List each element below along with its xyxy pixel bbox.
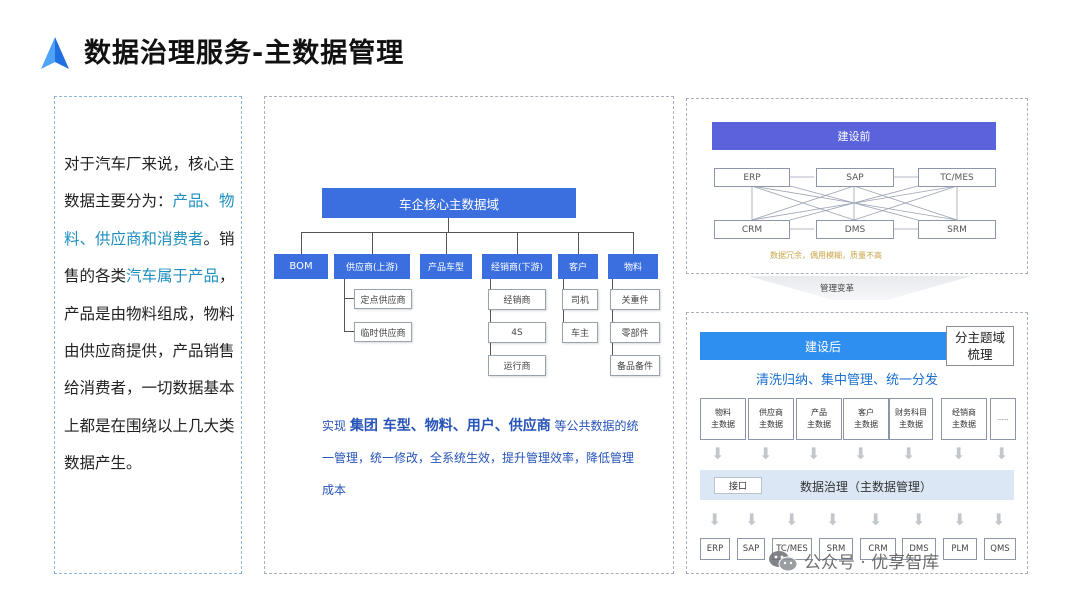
wechat-icon xyxy=(769,550,798,571)
topic-domain-box: 分主题域梳理 xyxy=(946,326,1014,366)
child-key-parts: 关重件 xyxy=(610,289,660,310)
down-arrow-icon: ⬇ xyxy=(785,510,799,529)
after-system-dms: DMS xyxy=(902,538,936,560)
down-arrow-icon: ⬇ xyxy=(708,510,722,529)
before-system-sap: SAP xyxy=(816,168,894,187)
category-supplier: 供应商(上游) xyxy=(334,254,410,279)
down-arrow-icon: ⬇ xyxy=(711,444,725,463)
child-dealer: 经销商 xyxy=(488,289,546,310)
after-panel xyxy=(686,312,1028,574)
before-note: 数据冗余，偶用模糊，质量不高 xyxy=(770,251,882,260)
mdm-material: 物料 主数据 xyxy=(700,398,746,440)
after-system-qms: QMS xyxy=(984,538,1016,560)
mdm-dealer: 经销商 主数据 xyxy=(941,398,987,440)
down-arrow-icon: ⬇ xyxy=(745,510,759,529)
intro-text: 对于汽车厂来说，核心主数据主要分为：产品、物料、供应商和消费者。销售的各类汽车属… xyxy=(64,155,235,473)
before-system-erp: ERP xyxy=(714,168,790,187)
mdm-supplier: 供应商 主数据 xyxy=(748,398,794,440)
before-system-tcmes: TC/MES xyxy=(918,168,996,187)
after-system-plm: PLM xyxy=(943,538,977,560)
down-arrow-icon: ⬇ xyxy=(854,444,868,463)
intro-highlight-product: 汽车属于产品 xyxy=(126,267,220,286)
after-system-crm: CRM xyxy=(860,538,896,560)
before-system-srm: SRM xyxy=(918,220,996,239)
after-system-srm: SRM xyxy=(819,538,853,560)
interface-box: 接口 xyxy=(714,477,762,494)
system-mesh-lines xyxy=(751,176,958,230)
watermark-text: 公众号 · 优享智库 xyxy=(804,553,940,573)
child-4s: 4S xyxy=(488,322,546,343)
down-arrow-icon: ⬇ xyxy=(952,444,966,463)
domain-tree-panel xyxy=(264,96,674,574)
mdm-product: 产品 主数据 xyxy=(796,398,842,440)
before-system-dms: DMS xyxy=(816,220,894,239)
down-arrow-icon: ⬇ xyxy=(902,444,916,463)
change-arrow xyxy=(748,276,972,300)
category-customer: 客户 xyxy=(558,254,598,279)
intro-highlight-categories: 产品、物料、供应商和消费者 xyxy=(64,192,235,248)
category-dealer: 经销商(下游) xyxy=(482,254,552,279)
child-fixed-supplier: 定点供应商 xyxy=(354,289,412,309)
category-bom: BOM xyxy=(274,254,328,279)
child-temp-supplier: 临时供应商 xyxy=(354,322,412,342)
before-system-crm: CRM xyxy=(714,220,790,239)
down-arrow-icon: ⬇ xyxy=(807,444,821,463)
child-operator: 运行商 xyxy=(488,355,546,376)
mdm-customer: 客户 主数据 xyxy=(843,398,889,440)
mdm-more: ...... xyxy=(990,398,1016,440)
child-components: 零部件 xyxy=(610,322,660,343)
down-arrow-icon: ⬇ xyxy=(759,444,773,463)
down-arrow-icon: ⬇ xyxy=(912,510,926,529)
child-driver: 司机 xyxy=(562,289,598,310)
brand-logo-icon xyxy=(41,37,69,69)
before-title: 建设前 xyxy=(712,122,996,150)
after-system-erp: ERP xyxy=(700,538,730,560)
tree-root: 车企核心主数据域 xyxy=(322,188,576,218)
tree-description: 实现 集团 车型、物料、用户、供应商 等公共数据的统一管理，统一修改，全系统生效… xyxy=(322,418,639,497)
after-title: 建设后 xyxy=(700,332,946,360)
after-slogan: 清洗归纳、集中管理、统一分发 xyxy=(756,373,939,388)
change-label: 管理变革 xyxy=(820,284,855,294)
after-system-sap: SAP xyxy=(737,538,765,560)
down-arrow-icon: ⬇ xyxy=(869,510,883,529)
down-arrow-icon: ⬇ xyxy=(826,510,840,529)
child-spare-parts: 备品备件 xyxy=(610,355,660,376)
governance-label: 数据治理（主数据管理） xyxy=(800,480,933,494)
down-arrow-icon: ⬇ xyxy=(995,444,1009,463)
mdm-finance: 财务科目 主数据 xyxy=(889,398,933,440)
watermark: 公众号 · 优享智库 xyxy=(768,548,939,573)
category-product-model: 产品车型 xyxy=(420,254,472,279)
intro-panel xyxy=(54,96,242,574)
before-panel xyxy=(686,98,1028,274)
down-arrow-icon: ⬇ xyxy=(953,510,967,529)
category-material: 物料 xyxy=(608,254,658,279)
child-owner: 车主 xyxy=(562,322,598,343)
page-title: 数据治理服务-主数据管理 xyxy=(84,38,405,69)
down-arrow-icon: ⬇ xyxy=(992,510,1006,529)
